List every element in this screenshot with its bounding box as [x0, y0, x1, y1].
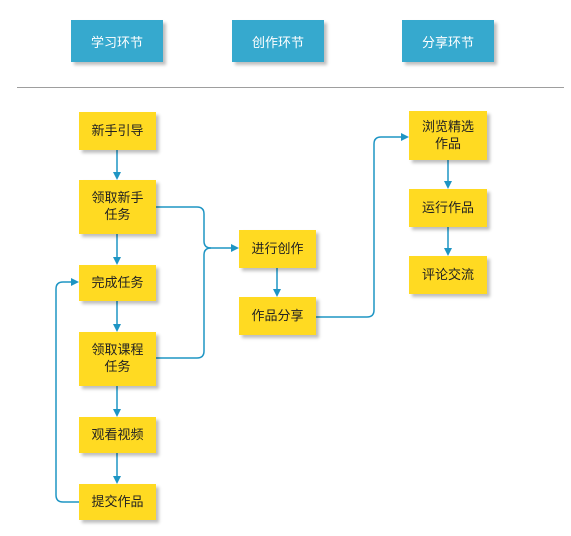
node-claim-newbie-task: 领取新手 任务 — [79, 180, 156, 234]
node-run-work: 运行作品 — [409, 189, 487, 227]
arrow-course-task-to-create — [156, 247, 212, 359]
node-newbie-guide: 新手引导 — [79, 112, 156, 150]
node-browse-featured: 浏览精选 作品 — [409, 111, 487, 160]
node-create: 进行创作 — [239, 230, 316, 268]
header-creation: 创作环节 — [232, 20, 324, 62]
node-complete-task: 完成任务 — [79, 265, 156, 301]
node-submit-work: 提交作品 — [79, 484, 156, 520]
arrow-share-to-browse — [316, 133, 409, 318]
node-watch-video: 观看视频 — [79, 417, 156, 453]
arrow-submit-loop-to-complete — [55, 278, 79, 503]
node-claim-course-task: 领取课程 任务 — [79, 332, 156, 386]
node-comment-exchange: 评论交流 — [409, 256, 487, 294]
arrow-newbie-task-to-create — [156, 206, 239, 252]
node-share-work: 作品分享 — [239, 297, 316, 335]
header-learning: 学习环节 — [71, 20, 163, 62]
section-divider — [17, 87, 564, 88]
header-sharing: 分享环节 — [402, 20, 494, 62]
